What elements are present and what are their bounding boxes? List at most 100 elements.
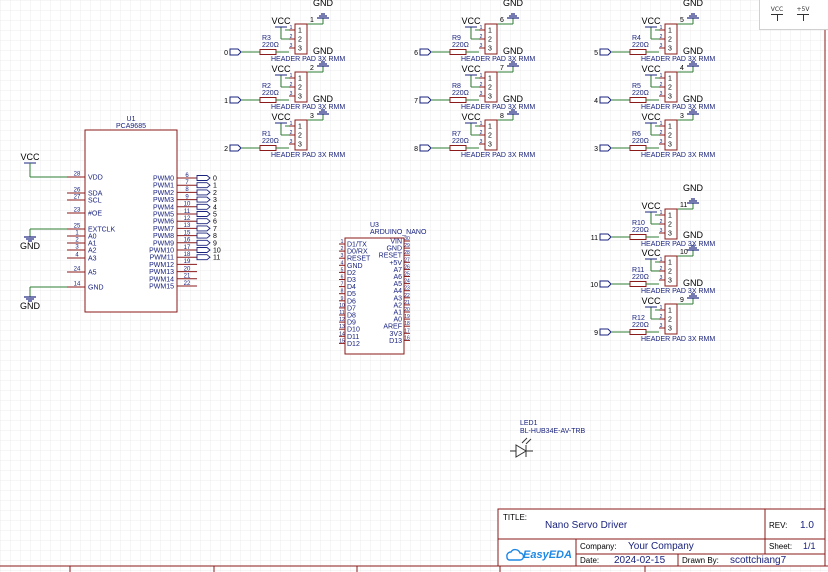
u3-pin-5-num: 5 (341, 267, 344, 273)
u3-pin-26-num: 26 (404, 264, 410, 270)
servo-r1-header-num: 3 (310, 113, 314, 120)
u1-pin-pwm1: PWM1 (153, 183, 174, 190)
servo-r4-header-num: 5 (680, 17, 684, 24)
servo-r5-vcc-label: VCC (641, 64, 661, 74)
u1-pin-27-num: 27 (74, 195, 81, 201)
servo-r12-res-ref: R12 (632, 315, 645, 322)
servo-r5-pin-3-tiny: 3 (660, 91, 663, 97)
servo-r2-pin-3-num: 3 (298, 94, 302, 101)
servo-r10-vcc-label: VCC (641, 201, 661, 211)
u3-pin-15-num: 15 (339, 338, 345, 344)
tb-drawn: scottchiang7 (730, 555, 787, 566)
servo-r3-res-value: 220Ω (262, 42, 279, 49)
servo-r3-pin-2-num: 2 (298, 37, 302, 44)
servo-r1-pin-1-num: 1 (298, 124, 302, 131)
u1-net-label-9: 9 (213, 240, 217, 247)
u1-pin-17-num: 17 (184, 245, 191, 251)
u1-pin-pwm7: PWM7 (153, 226, 174, 233)
servo-r7-net-flag (419, 144, 432, 152)
easyeda-logo-text: EasyEDA (523, 549, 572, 561)
tb-rev: 1.0 (800, 520, 814, 531)
servo-r11-pin-2-num: 2 (668, 269, 672, 276)
u1-pin-24-name: A5 (88, 270, 97, 277)
servo-r12-vcc-label: VCC (641, 296, 661, 306)
servo-r10-pin-2-num: 2 (668, 222, 672, 229)
servo-r5-pin-2-tiny: 2 (660, 82, 663, 88)
servo-r6-header-num: 3 (680, 113, 684, 120)
servo-r9-net-flag (419, 48, 432, 56)
servo-r9-res-value: 220Ω (452, 42, 469, 49)
u3-pin-3-name: RESET (347, 256, 371, 263)
servo-r5-res-ref: R5 (632, 83, 641, 90)
u1-pin-pwm8: PWM8 (153, 233, 174, 240)
servo-r4-vcc-label: VCC (641, 16, 661, 26)
servo-r4-pin-2-num: 2 (668, 37, 672, 44)
u3-pin-12-num: 12 (339, 317, 345, 323)
u1-net-flag-1 (196, 182, 211, 189)
servo-r11-pin-3-num: 3 (668, 278, 672, 285)
led1-part: BL-HUB34E-AV-TRB (520, 428, 586, 435)
servo-r11-res-ref: R11 (632, 267, 644, 274)
servo-r12-gnd-label: GND (683, 278, 704, 288)
u1-net-label-5: 5 (213, 212, 217, 219)
u3-pin-5-name: D2 (347, 270, 356, 277)
u3-pin-20-name: A1 (393, 310, 402, 317)
servo-r6-pin-3-num: 3 (668, 142, 672, 149)
servo-r4-net-label: 5 (594, 50, 598, 57)
plus5v-power-button[interactable]: +5V (792, 6, 814, 24)
title-block-frame (497, 508, 826, 567)
u3-body (344, 237, 405, 355)
servo-r9-header-label: HEADER PAD 3X RMM (461, 56, 535, 63)
servo-r2-pin-1-num: 1 (298, 76, 302, 83)
servo-r7-vcc-label: VCC (461, 112, 481, 122)
servo-r10-res-ref: R10 (632, 220, 645, 227)
servo-r3-pin-3-num: 3 (298, 46, 302, 53)
servo-r11-header-num: 10 (680, 249, 688, 256)
u3-pin-21-num: 21 (404, 300, 410, 306)
u3-pin-27-name: +5V (389, 260, 402, 267)
u3-pin-23-name: A4 (393, 288, 402, 295)
vcc-power-button[interactable]: VCC (766, 6, 788, 24)
servo-r9-resistor-body (449, 49, 467, 55)
u1-pin-16-num: 16 (184, 238, 191, 244)
u1-net-flag-2 (196, 189, 211, 196)
u1-net-flag-8 (196, 232, 211, 239)
u3-pin-2-name: D0/RX (347, 249, 368, 256)
servo-r8-vcc-label: VCC (461, 64, 481, 74)
servo-r1-header-label: HEADER PAD 3X RMM (271, 152, 345, 159)
tb-company: Your Company (628, 541, 694, 552)
u3-pin-2-num: 2 (341, 246, 344, 252)
u1-net-label-3: 3 (213, 197, 217, 204)
servo-r11-vcc-label: VCC (641, 248, 661, 258)
u3-pin-10-num: 10 (339, 303, 345, 309)
servo-r2-res-ref: R2 (262, 83, 271, 90)
u3-pin-21-name: A2 (393, 302, 402, 309)
servo-r3-net-flag (229, 48, 242, 56)
servo-r12-pin-3-num: 3 (668, 326, 672, 333)
servo-r6-net-flag (599, 144, 612, 152)
servo-r6-resistor-body (629, 145, 647, 151)
servo-r1-pin-3-tiny: 3 (290, 139, 293, 145)
servo-r8-resistor-body (449, 97, 467, 103)
u1-net-label-8: 8 (213, 233, 217, 240)
servo-r8-pin-3-tiny: 3 (480, 91, 483, 97)
u1-gnd1-label: GND (20, 241, 41, 251)
u1-pin-4-num: 4 (75, 253, 79, 259)
u3-pin-17-num: 17 (404, 328, 410, 334)
